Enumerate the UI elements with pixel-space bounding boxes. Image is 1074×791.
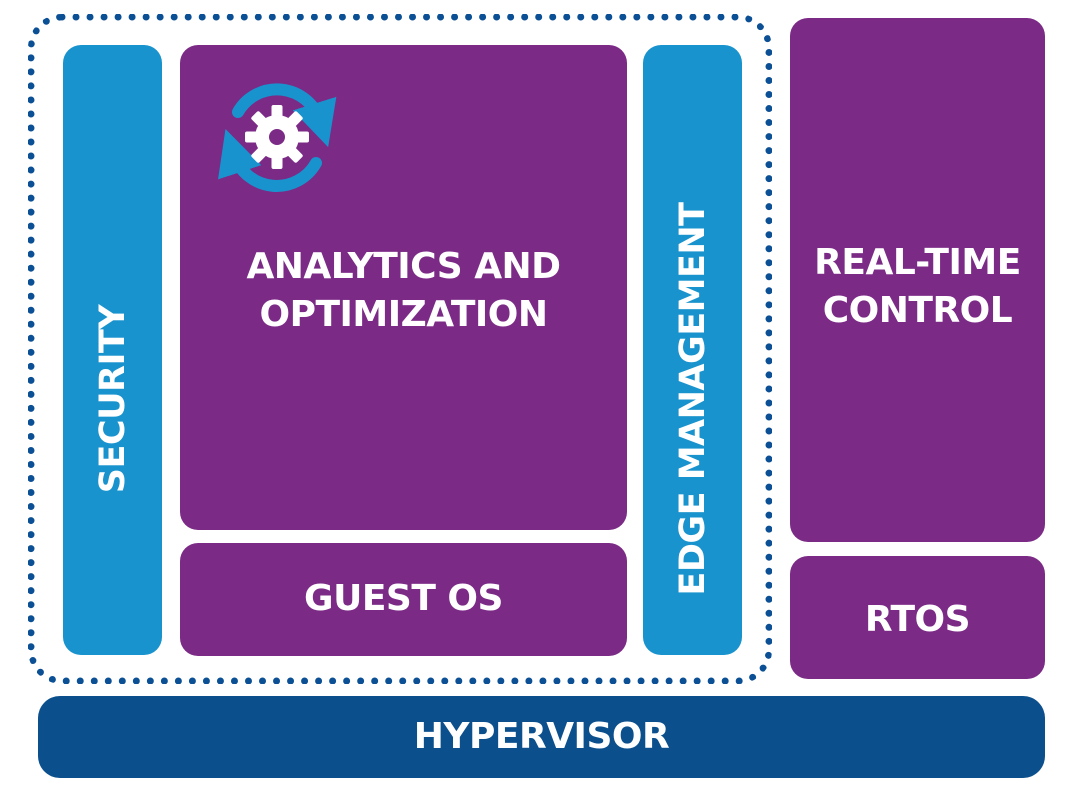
security-block: SECURITY [63, 45, 162, 655]
analytics-optimization-label: ANALYTICS AND OPTIMIZATION [246, 246, 561, 335]
analytics-optimization-block: ANALYTICS AND OPTIMIZATION [180, 45, 627, 530]
rtos-label: RTOS [864, 599, 971, 640]
rtos-block: RTOS [790, 556, 1045, 679]
guest-os-label: GUEST OS [304, 578, 503, 619]
virtualization-group-outline [28, 14, 772, 684]
hypervisor-label: HYPERVISOR [413, 716, 670, 757]
edge-management-block: EDGE MANAGEMENT [643, 45, 742, 655]
guest-os-block: GUEST OS [180, 543, 627, 656]
real-time-control-label: REAL-TIME CONTROL [814, 242, 1021, 331]
security-label: SECURITY [92, 304, 133, 494]
real-time-control-block: REAL-TIME CONTROL [790, 18, 1045, 542]
edge-management-label: EDGE MANAGEMENT [672, 202, 713, 596]
gear-refresh-icon [216, 77, 338, 199]
hypervisor-block: HYPERVISOR [38, 696, 1045, 778]
